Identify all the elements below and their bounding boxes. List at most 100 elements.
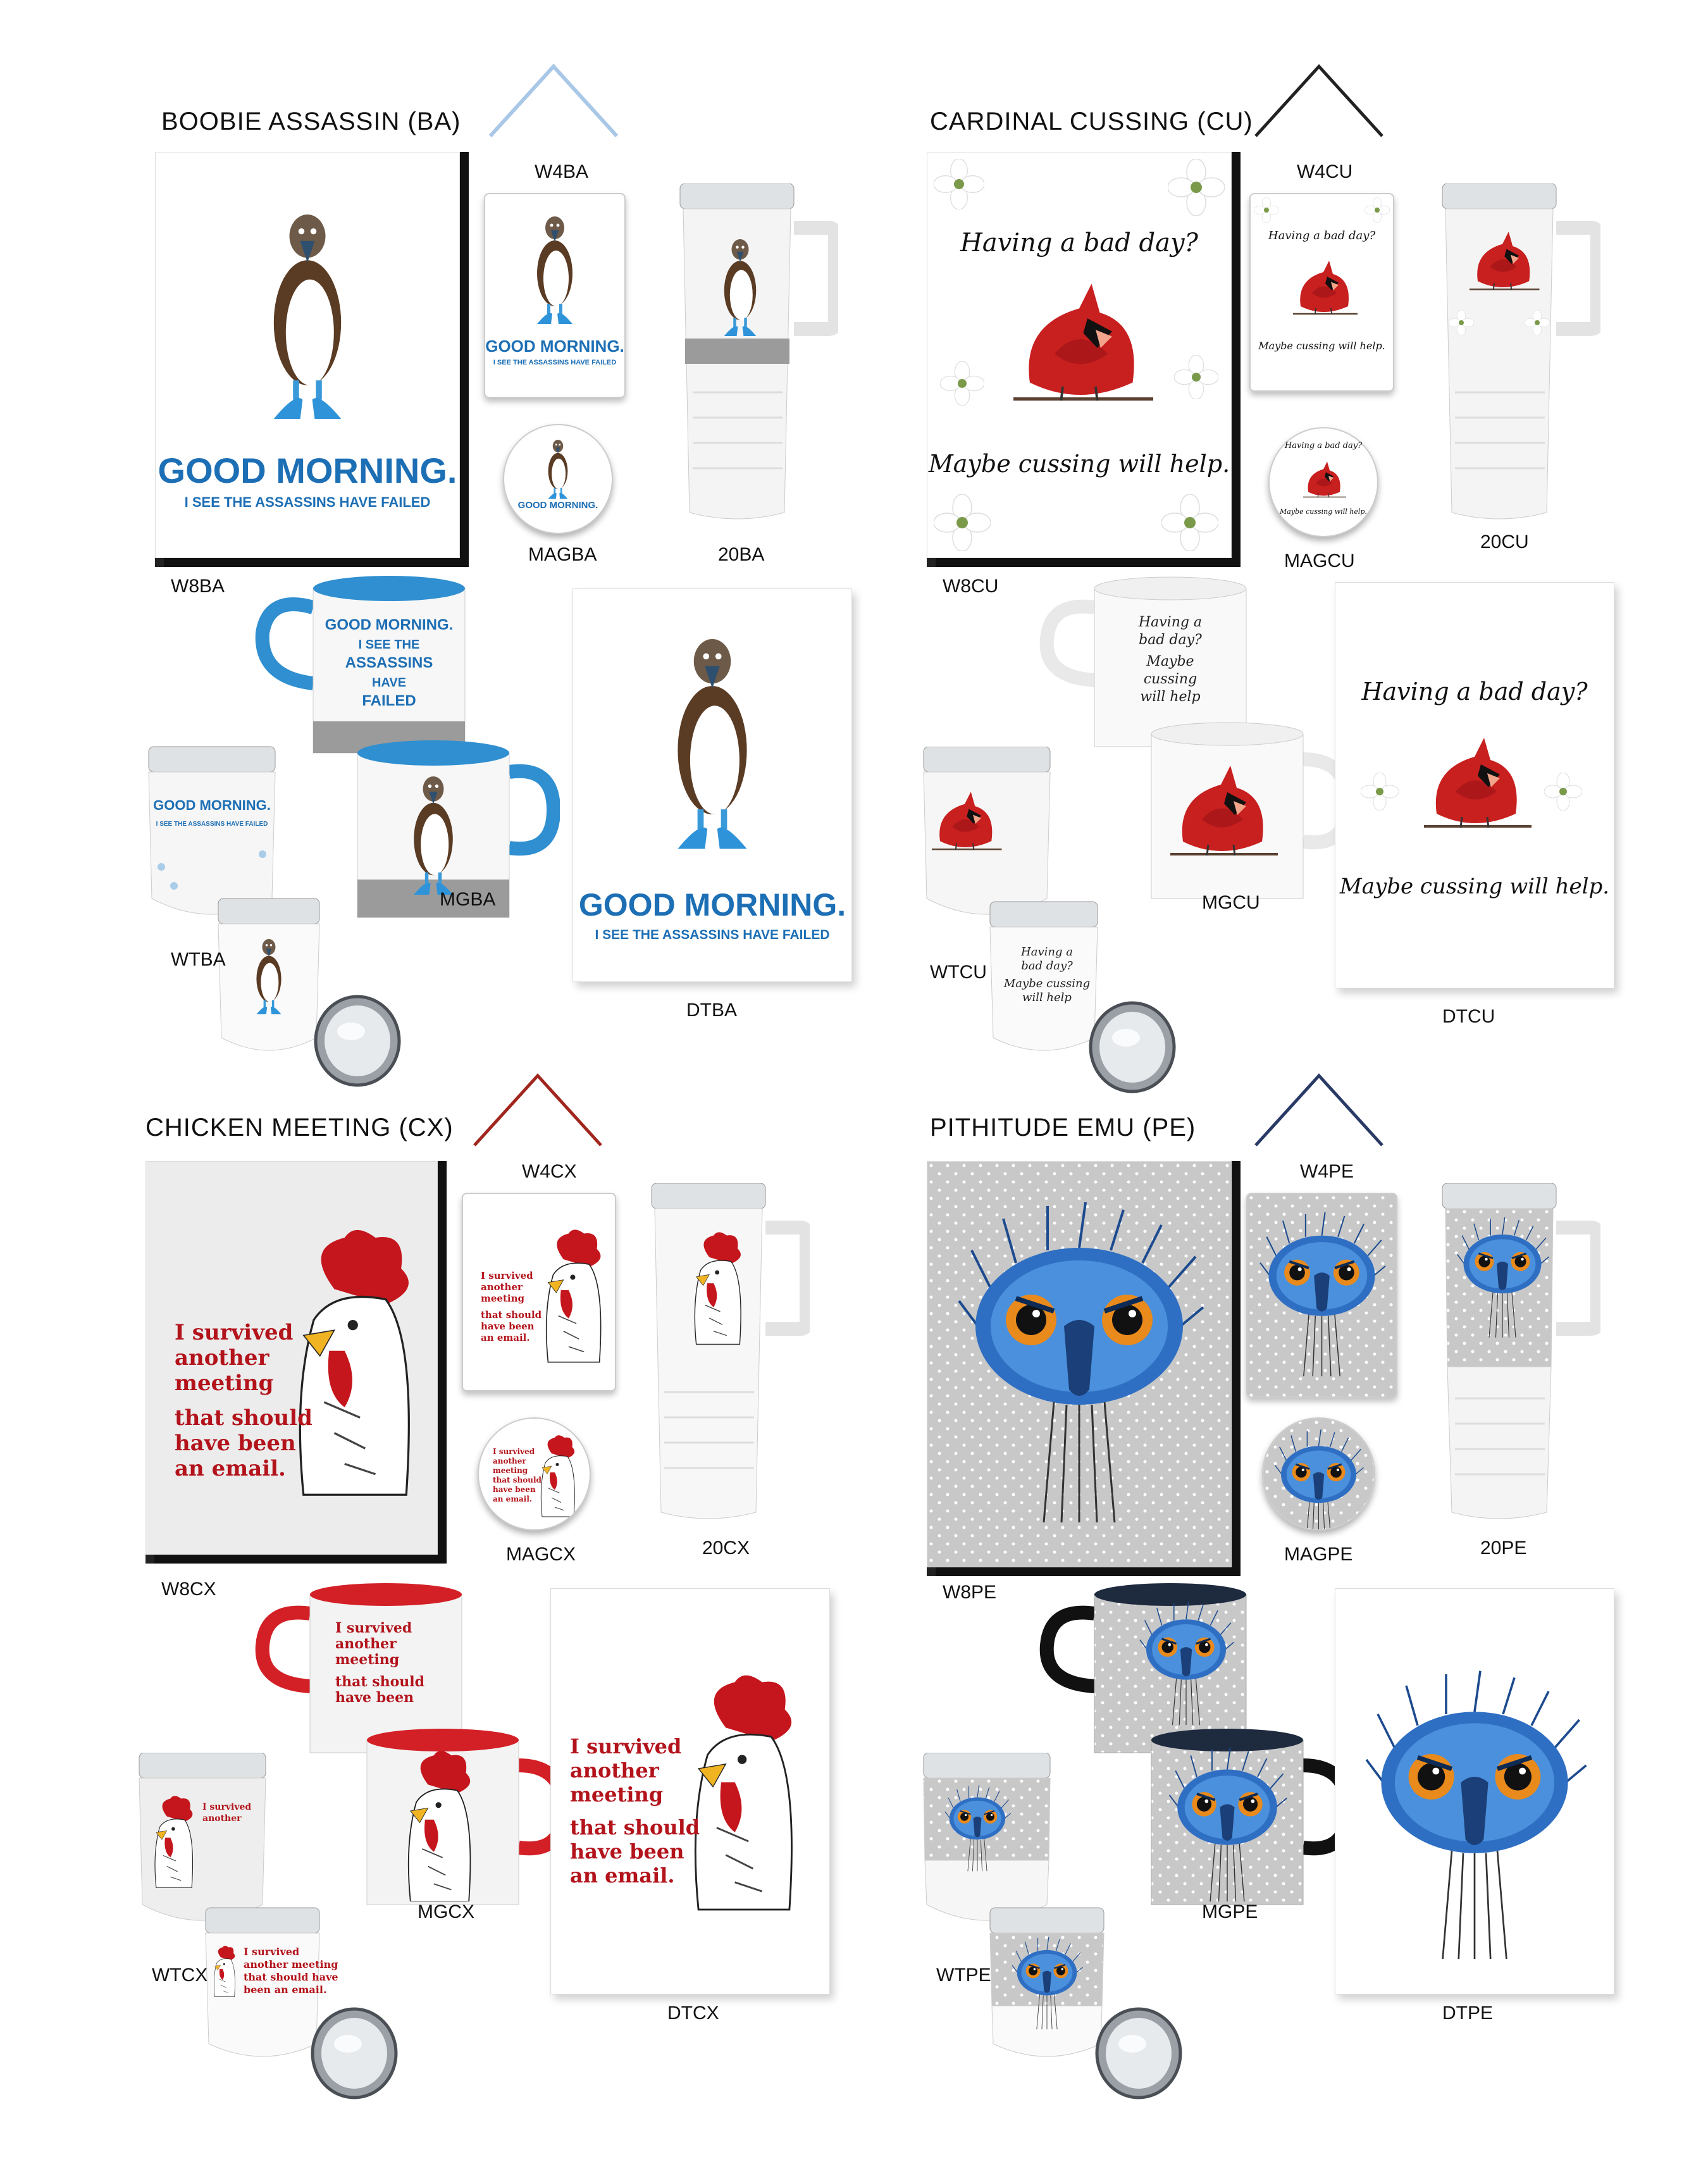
sign-line5: have been bbox=[481, 1321, 535, 1332]
label-magnet: MAGPE bbox=[1284, 1544, 1353, 1565]
label-w4: W4CX bbox=[522, 1161, 577, 1182]
mug-text-line1: Having a bbox=[1138, 614, 1202, 630]
tea-towel[interactable] bbox=[1335, 1588, 1614, 1994]
mug-pair[interactable]: GOOD MORNING. I SEE THE ASSASSINS HAVE F… bbox=[244, 569, 560, 924]
label-tumbler-20oz: 20CX bbox=[702, 1538, 750, 1558]
magnet-line2: Maybe cussing will help. bbox=[1280, 507, 1367, 516]
wall-print-8x10[interactable]: I survived another meeting that should h… bbox=[145, 1161, 438, 1555]
section-title: CARDINAL CUSSING (CU) bbox=[930, 108, 1253, 135]
label-tumbler-20oz: 20BA bbox=[718, 544, 765, 565]
mug-pair[interactable]: Having a bad day? Maybe cussing will hel… bbox=[1025, 569, 1354, 924]
print-line2: Maybe cussing will help. bbox=[928, 450, 1230, 478]
wt-text-line2: bad day? bbox=[1021, 959, 1073, 973]
magnet-line5: have been bbox=[493, 1485, 536, 1494]
tea-towel[interactable]: Having a bad day? Maybe cussing will hel… bbox=[1335, 582, 1614, 988]
wine-tumbler[interactable]: Having a bad day? Maybe cussing will hel… bbox=[911, 747, 1183, 1101]
round-magnet[interactable]: GOOD MORNING. bbox=[503, 424, 613, 534]
tumbler-20oz[interactable] bbox=[674, 183, 838, 532]
wt-text-line2: another meeting bbox=[244, 1958, 338, 1970]
sign-line1: Having a bad day? bbox=[1268, 229, 1376, 242]
mug-text-line2: I SEE THE bbox=[359, 638, 420, 652]
label-w8: W8PE bbox=[943, 1582, 997, 1603]
emu-face-icon bbox=[927, 1162, 1231, 1567]
wt-text-line4: will help bbox=[1022, 991, 1072, 1004]
wall-print-8x10[interactable]: Having a bad day? Maybe cussing will hel… bbox=[927, 152, 1232, 558]
label-w8: W8BA bbox=[171, 576, 225, 597]
label-wine-tumbler: WTCU bbox=[930, 962, 987, 983]
hanging-sign-4x6[interactable]: GOOD MORNING. I SEE THE ASSASSINS HAVE F… bbox=[484, 193, 626, 398]
wt-text-line1: Having a bbox=[1020, 945, 1073, 959]
wt-text-line3: that should have bbox=[244, 1971, 338, 1983]
label-tumbler-20oz: 20CU bbox=[1480, 532, 1529, 552]
wt-back-line2: another bbox=[202, 1813, 242, 1824]
label-w8: W8CU bbox=[943, 576, 999, 597]
hanging-sign-4x6[interactable]: I survived another meeting that should h… bbox=[462, 1193, 616, 1391]
sign-hanger-string bbox=[488, 63, 619, 138]
cardinal-bird-icon bbox=[1254, 197, 1390, 316]
wall-print-8x10[interactable]: GOOD MORNING. I SEE THE ASSASSINS HAVE F… bbox=[155, 152, 460, 558]
label-tea-towel: DTBA bbox=[686, 1000, 738, 1021]
sign-line3: meeting bbox=[481, 1293, 524, 1304]
label-tea-towel: DTCU bbox=[1442, 1006, 1495, 1027]
mug-text-line4: cussing bbox=[1144, 671, 1197, 687]
towel-line1: Having a bad day? bbox=[1361, 678, 1588, 706]
hanging-sign-4x6[interactable]: Having a bad day? Maybe cussing will hel… bbox=[1249, 193, 1394, 392]
print-line1: Having a bad day? bbox=[960, 228, 1199, 258]
round-magnet[interactable]: I survived another meeting that should h… bbox=[478, 1417, 591, 1531]
tumbler-20oz[interactable] bbox=[1436, 183, 1600, 532]
section-boobie-assassin: BOOBIE ASSASSIN (BA) GOOD MORNING. I SEE… bbox=[148, 63, 971, 1120]
wine-tumbler[interactable] bbox=[911, 1753, 1189, 2107]
mug-text-line1: I survived bbox=[335, 1620, 412, 1636]
tumbler-20oz[interactable] bbox=[1436, 1183, 1600, 1531]
label-magnet: MAGBA bbox=[528, 544, 597, 565]
label-tea-towel: DTPE bbox=[1442, 2003, 1494, 2024]
round-magnet[interactable]: Having a bad day? Maybe cussing will hel… bbox=[1268, 427, 1378, 537]
mug-text-line5: FAILED bbox=[362, 692, 416, 709]
magnet-line1: I survived bbox=[493, 1447, 535, 1456]
mug-text-line4: that should bbox=[335, 1674, 424, 1690]
section-title: CHICKEN MEETING (CX) bbox=[145, 1114, 454, 1141]
emu-face-icon bbox=[1335, 1589, 1614, 1994]
sign-line4: that should bbox=[481, 1309, 542, 1321]
mug-text-line3: ASSASSINS bbox=[345, 654, 433, 671]
towel-line6: an email. bbox=[570, 1863, 675, 1888]
cardinal-bird-icon bbox=[934, 159, 1225, 551]
tumbler-lid bbox=[1097, 2009, 1180, 2098]
tea-towel[interactable]: I survived another meeting that should h… bbox=[550, 1588, 830, 1994]
tumbler-20oz[interactable] bbox=[645, 1183, 810, 1531]
wine-tumbler[interactable]: GOOD MORNING. I SEE THE ASSASSINS HAVE F… bbox=[136, 740, 408, 1095]
sign-hanger-string bbox=[1254, 1073, 1383, 1147]
wall-print-8x10[interactable] bbox=[927, 1161, 1232, 1567]
print-subline: I SEE THE ASSASSINS HAVE FAILED bbox=[184, 494, 431, 510]
mug-pair[interactable]: I survived another meeting that should h… bbox=[240, 1576, 569, 1930]
print-line4: that should bbox=[175, 1405, 313, 1431]
round-magnet[interactable] bbox=[1262, 1417, 1375, 1531]
towel-line1: I survived bbox=[570, 1734, 682, 1758]
cardinal-bird-icon bbox=[1361, 583, 1582, 988]
mug-text-line5: will help bbox=[1140, 689, 1200, 705]
print-headline: GOOD MORNING. bbox=[158, 451, 457, 490]
towel-line4: that should bbox=[570, 1815, 700, 1839]
emu-face-icon bbox=[1247, 1194, 1396, 1396]
wine-tumbler[interactable]: I survived another I survived another me… bbox=[127, 1753, 405, 2107]
tea-towel[interactable]: GOOD MORNING. I SEE THE ASSASSINS HAVE F… bbox=[572, 588, 852, 982]
sign-hanger-string bbox=[1254, 64, 1383, 137]
sign-line1: I survived bbox=[481, 1270, 533, 1281]
label-magnet: MAGCX bbox=[506, 1544, 576, 1565]
mug-text-line2: bad day? bbox=[1139, 632, 1202, 648]
hanging-sign-4x6[interactable] bbox=[1246, 1193, 1397, 1398]
magnet-line2: another bbox=[493, 1457, 526, 1465]
magnet-line3: meeting bbox=[493, 1466, 528, 1475]
label-wine-tumbler: WTBA bbox=[171, 949, 226, 970]
section-title: BOOBIE ASSASSIN (BA) bbox=[161, 108, 461, 135]
booby-bird-icon bbox=[548, 440, 568, 499]
sign-line2: another bbox=[481, 1281, 523, 1293]
booby-bird-icon bbox=[537, 216, 572, 324]
label-tea-towel: DTCX bbox=[667, 2003, 719, 2024]
label-mug: MGCX bbox=[418, 1901, 474, 1922]
magnet-line4: that should bbox=[493, 1476, 541, 1484]
wt-text-line2: I SEE THE ASSASSINS HAVE FAILED bbox=[156, 821, 268, 828]
wt-text-line3: Maybe cussing bbox=[1003, 977, 1090, 990]
mug-pair[interactable] bbox=[1025, 1576, 1354, 1930]
label-mug: MGBA bbox=[440, 889, 496, 910]
